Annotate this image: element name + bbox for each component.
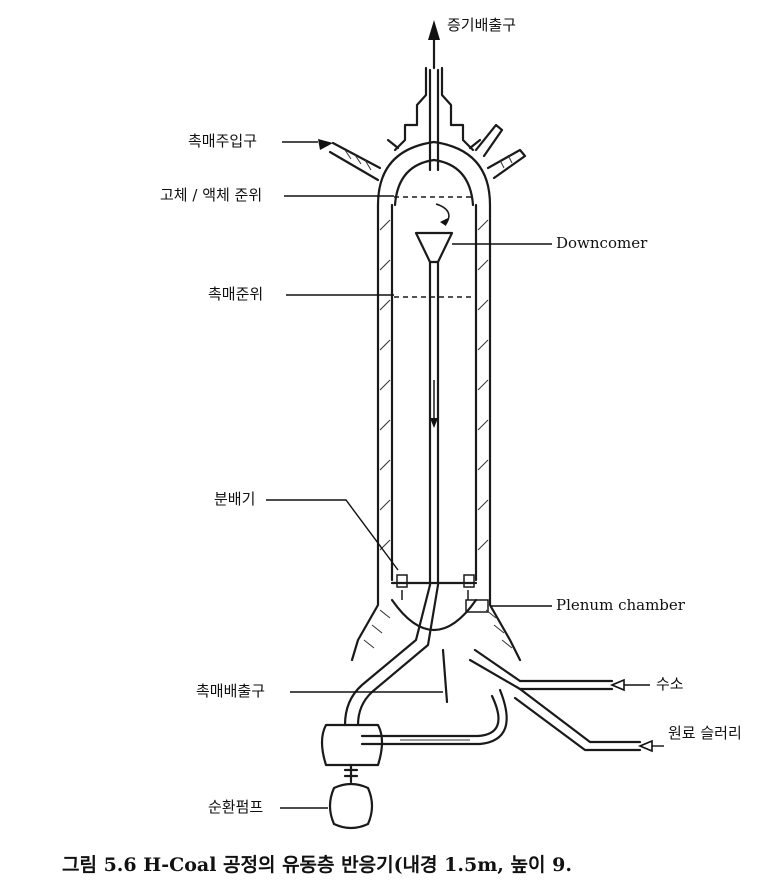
plenum-chamber <box>350 578 522 662</box>
catalyst-inlet-nozzle <box>318 139 382 182</box>
vapor-outlet-arrow <box>428 20 440 40</box>
figure-caption: 그림 5.6 H-Coal 공정의 유동층 반응기(내경 1.5m, 높이 9. <box>62 854 572 876</box>
hydrogen-label: 수소 <box>656 675 684 693</box>
catalyst-inlet-label: 촉매주입구 <box>188 132 258 150</box>
circulation-pump <box>328 782 374 830</box>
catalyst-outlet-label: 촉매배출구 <box>196 682 266 700</box>
downflow-arrow <box>430 418 438 428</box>
reactor-dome <box>376 138 492 207</box>
distributor-plate <box>390 574 478 600</box>
reactor-shell <box>376 203 492 582</box>
solid-liquid-level-label: 고체 / 액체 준위 <box>160 186 263 204</box>
leader-lines <box>266 141 664 809</box>
vapor-outlet-label: 증기배출구 <box>447 16 517 34</box>
distributor-label: 분배기 <box>214 490 256 508</box>
catalyst-level-label: 촉매준위 <box>208 285 264 303</box>
top-right-nozzles <box>474 123 527 180</box>
hydrogen-line <box>468 648 625 692</box>
downcomer-label: Downcomer <box>556 234 648 252</box>
feed-slurry-label: 원료 슬러리 <box>668 724 742 742</box>
downcomer-assembly <box>414 203 454 587</box>
vapor-outlet-pipe <box>393 20 475 172</box>
feed-slurry-line <box>360 687 653 753</box>
circulation-pump-label: 순환펌프 <box>208 798 264 816</box>
pump-housing <box>320 723 384 784</box>
plenum-chamber-label: Plenum chamber <box>556 596 685 614</box>
